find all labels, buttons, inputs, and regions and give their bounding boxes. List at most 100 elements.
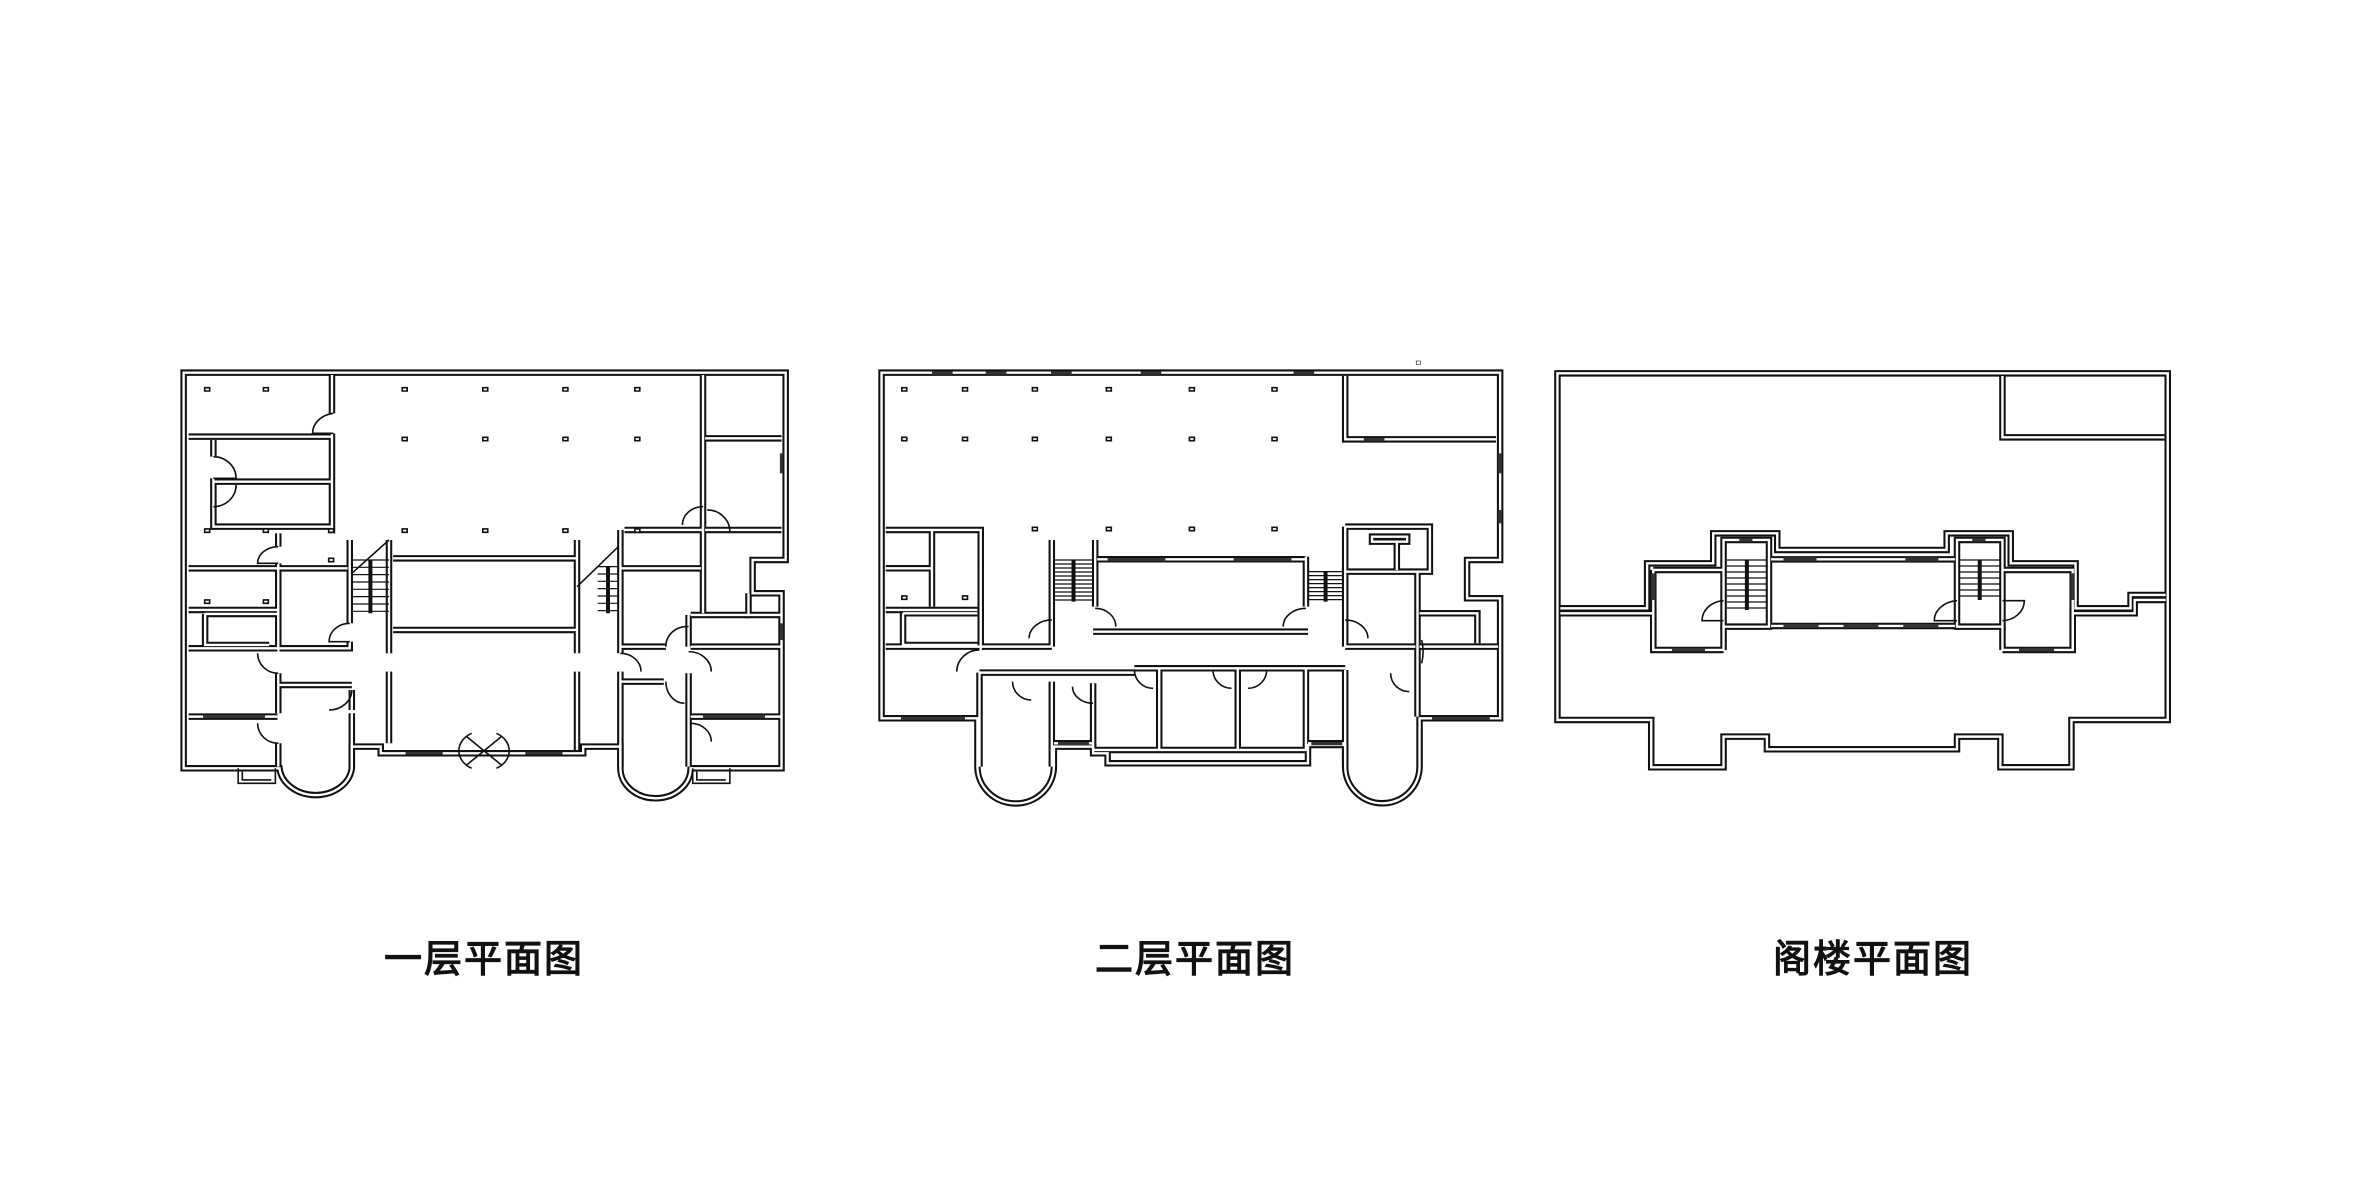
window	[1498, 453, 1502, 474]
door-swing	[1248, 670, 1267, 688]
door-swing	[238, 768, 275, 783]
window	[779, 623, 784, 640]
column	[1106, 388, 1111, 391]
column	[1106, 527, 1111, 530]
window	[1363, 437, 1385, 442]
wall-inner-line	[886, 530, 1052, 650]
window	[1903, 623, 1939, 628]
ground-floor-plan-title: 一层平面图	[383, 937, 584, 981]
door-swing	[666, 682, 685, 704]
door-swings	[1702, 601, 2024, 621]
wall-inner-line	[189, 610, 278, 717]
interior-wall	[886, 530, 1052, 650]
windows	[900, 371, 1502, 746]
wall-inner-line	[1557, 373, 2167, 767]
wall-inner-line	[1560, 533, 2165, 608]
column	[1189, 437, 1194, 440]
column	[1032, 388, 1037, 391]
window	[525, 751, 563, 755]
stair-treads	[1054, 560, 1343, 602]
window	[1107, 557, 1166, 562]
door-swing	[313, 413, 334, 433]
door-swing	[1283, 608, 1306, 626]
interior-wall	[279, 685, 351, 767]
door-swing	[213, 485, 236, 507]
interior-wall	[1345, 572, 1498, 717]
door-swing	[693, 768, 730, 783]
window	[1843, 623, 1879, 628]
window	[1651, 573, 1656, 600]
wall-inner-line	[882, 373, 1501, 804]
door-swing	[1422, 640, 1423, 663]
column	[563, 388, 568, 391]
column	[329, 529, 334, 532]
door-swing	[329, 690, 352, 710]
door-swing	[213, 457, 236, 479]
window	[985, 371, 1007, 375]
column	[1272, 388, 1277, 391]
wall-inner-line	[1345, 527, 1430, 572]
second-floor-plan	[882, 360, 1502, 804]
door-swing	[620, 653, 641, 671]
window	[203, 715, 266, 718]
window	[900, 716, 966, 720]
wall-inner-line	[620, 375, 781, 767]
door-swing	[2002, 601, 2024, 621]
door-swing	[707, 510, 730, 532]
window	[1972, 538, 1986, 542]
column	[205, 529, 210, 532]
column	[902, 388, 907, 391]
window	[931, 371, 953, 375]
ground-floor-plan	[184, 373, 786, 799]
column	[963, 388, 968, 391]
column	[902, 596, 907, 599]
door-swing	[329, 623, 350, 641]
door-swing	[1134, 670, 1153, 688]
wall-inner-line	[189, 375, 332, 533]
attic-plan	[1557, 373, 2167, 767]
column	[563, 529, 568, 532]
column	[1106, 437, 1111, 440]
door-swings	[957, 608, 1423, 703]
second-floor-plan-title: 二层平面图	[1094, 937, 1295, 981]
window	[2018, 647, 2055, 652]
wall-inner-line	[279, 540, 388, 743]
window	[1905, 557, 1939, 562]
column	[263, 600, 268, 603]
window	[1431, 716, 1490, 720]
wall-inner-line	[2002, 376, 2164, 437]
column	[563, 437, 568, 440]
windows	[1651, 538, 2075, 652]
door-swing	[1095, 608, 1116, 626]
window	[1233, 557, 1292, 562]
column	[1272, 527, 1277, 530]
door-swing	[258, 653, 279, 673]
attic-plan-title: 阁楼平面图	[1772, 937, 1973, 981]
column	[1272, 437, 1277, 440]
column	[1415, 360, 1421, 365]
stair-treads	[1727, 560, 2001, 610]
window	[1671, 647, 1705, 652]
door-swing	[258, 547, 279, 564]
column	[1032, 437, 1037, 440]
column	[963, 596, 968, 599]
column	[963, 437, 968, 440]
wall-inner-line	[189, 533, 348, 766]
window	[703, 715, 766, 718]
column	[1032, 527, 1037, 530]
column	[483, 437, 488, 440]
door-swing	[1345, 620, 1368, 638]
stair-treads	[352, 560, 619, 613]
window	[1783, 623, 1819, 628]
wall-inner-lines	[882, 373, 1501, 804]
door-swing	[689, 652, 712, 672]
window	[1498, 509, 1502, 524]
column	[635, 388, 640, 391]
wall-inner-line	[279, 685, 351, 767]
window	[1783, 557, 1817, 562]
column	[635, 437, 640, 440]
column	[635, 529, 640, 532]
column	[402, 529, 407, 532]
door-swing	[666, 627, 689, 647]
